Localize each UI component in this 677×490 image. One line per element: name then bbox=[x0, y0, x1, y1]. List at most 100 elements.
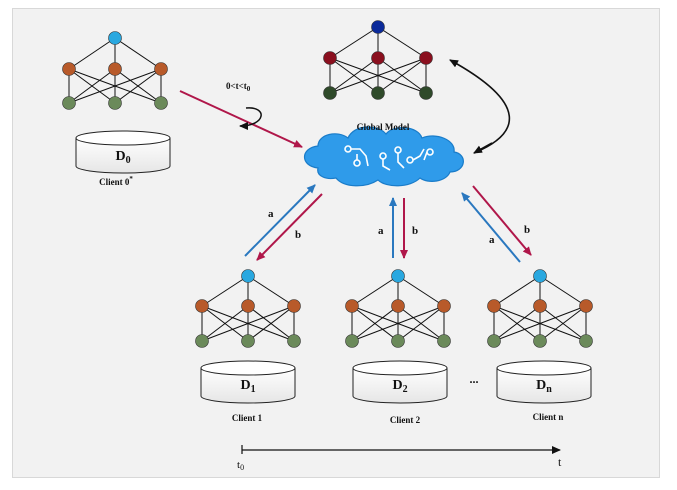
client1-label: Client 1 bbox=[232, 413, 263, 423]
global-sync-arrow bbox=[449, 59, 511, 154]
network-edge bbox=[201, 305, 295, 342]
svg-text:D1: D1 bbox=[240, 378, 255, 395]
client2-dataset: D2 bbox=[352, 360, 448, 404]
input-neuron bbox=[345, 334, 359, 348]
clientn-dataset: Dn bbox=[496, 360, 592, 404]
hidden-neuron bbox=[391, 299, 405, 313]
clientn-up-label: a bbox=[489, 234, 495, 246]
output-neuron bbox=[533, 269, 547, 283]
network-edge bbox=[329, 26, 379, 59]
hidden-neuron bbox=[154, 62, 168, 76]
input-neuron bbox=[108, 96, 122, 110]
clientn-upload-arrow bbox=[461, 192, 521, 263]
client2-dataset-label: D bbox=[392, 378, 402, 393]
clientn-dataset-subscript: n bbox=[546, 384, 552, 395]
input-neuron bbox=[533, 334, 547, 348]
network-edge bbox=[68, 68, 116, 104]
input-neuron bbox=[437, 334, 451, 348]
clientn-network bbox=[487, 269, 593, 348]
output-neuron bbox=[371, 20, 385, 34]
svg-text:Client 0*: Client 0* bbox=[99, 175, 133, 187]
network-edge bbox=[351, 305, 399, 342]
client1-down-label: b bbox=[295, 229, 301, 241]
svg-text:Dn: Dn bbox=[536, 378, 552, 395]
network-edge bbox=[539, 275, 587, 307]
output-neuron bbox=[241, 269, 255, 283]
input-neuron bbox=[391, 334, 405, 348]
client0-time-range-subscript: 0 bbox=[247, 85, 251, 93]
network-edge bbox=[247, 305, 295, 342]
network-edge bbox=[351, 305, 445, 342]
hidden-neuron bbox=[579, 299, 593, 313]
client0-time-range-label: 0<t<t bbox=[226, 81, 247, 91]
client0-network bbox=[62, 31, 168, 110]
input-neuron bbox=[579, 334, 593, 348]
global-model-label: Global Model bbox=[357, 122, 410, 132]
client0-dataset: D0 bbox=[75, 130, 171, 174]
input-neuron bbox=[62, 96, 76, 110]
network-edge bbox=[539, 305, 587, 342]
hidden-neuron bbox=[287, 299, 301, 313]
svg-text:0<t<t0: 0<t<t0 bbox=[226, 81, 251, 93]
input-neuron bbox=[195, 334, 209, 348]
network-edge bbox=[397, 305, 445, 342]
client0-upload-arrow bbox=[179, 90, 303, 148]
hidden-neuron bbox=[419, 51, 433, 65]
network-edge bbox=[114, 68, 162, 104]
network-edge bbox=[377, 26, 427, 59]
client1-network bbox=[195, 269, 301, 348]
network-edge bbox=[201, 305, 249, 342]
hidden-neuron bbox=[533, 299, 547, 313]
client1-dataset-label: D bbox=[240, 378, 250, 393]
network-edge bbox=[68, 37, 116, 70]
timeline-start-label: t bbox=[237, 459, 240, 471]
client2-down-label: b bbox=[412, 225, 418, 237]
client0-label-mark: * bbox=[129, 175, 133, 183]
client2-network bbox=[345, 269, 451, 348]
network-edge bbox=[493, 305, 587, 342]
client1-up-label: a bbox=[268, 208, 274, 220]
client0-dataset-label: D bbox=[115, 149, 125, 164]
client1-dataset-subscript: 1 bbox=[251, 384, 256, 395]
client1-upload-arrow bbox=[244, 184, 316, 257]
clients-ellipsis: ... bbox=[470, 372, 479, 386]
timeline-end-label: t bbox=[558, 455, 562, 469]
network-edge bbox=[247, 275, 295, 307]
clientn-label: Client n bbox=[533, 412, 564, 422]
input-neuron bbox=[241, 334, 255, 348]
client2-up-label: a bbox=[378, 225, 384, 237]
network-edge bbox=[377, 57, 427, 94]
client2-dataset-subscript: 2 bbox=[403, 384, 408, 395]
input-neuron bbox=[419, 86, 433, 100]
hidden-neuron bbox=[108, 62, 122, 76]
clientn-dataset-label: D bbox=[536, 378, 546, 393]
client0-label: Client 0 bbox=[99, 177, 130, 187]
network-edge bbox=[114, 37, 162, 70]
global-model-network bbox=[323, 20, 433, 100]
client2-label: Client 2 bbox=[390, 415, 421, 425]
network-edge bbox=[397, 275, 445, 307]
hidden-neuron bbox=[487, 299, 501, 313]
output-neuron bbox=[391, 269, 405, 283]
hidden-neuron bbox=[323, 51, 337, 65]
clientn-down-label: b bbox=[524, 224, 530, 236]
hidden-neuron bbox=[371, 51, 385, 65]
hidden-neuron bbox=[62, 62, 76, 76]
input-neuron bbox=[371, 86, 385, 100]
hidden-neuron bbox=[345, 299, 359, 313]
svg-text:D2: D2 bbox=[392, 378, 407, 395]
input-neuron bbox=[323, 86, 337, 100]
timeline-start-subscript: 0 bbox=[240, 463, 244, 472]
network-edge bbox=[68, 68, 162, 104]
svg-text:t0: t0 bbox=[237, 459, 244, 472]
network-edge bbox=[201, 275, 249, 307]
network-edge bbox=[351, 275, 399, 307]
network-edge bbox=[493, 275, 541, 307]
clientn-download-arrow bbox=[472, 185, 532, 256]
client0-loop-arrow bbox=[239, 107, 262, 130]
network-edge bbox=[329, 57, 379, 94]
hidden-neuron bbox=[437, 299, 451, 313]
hidden-neuron bbox=[241, 299, 255, 313]
global-model-cloud-icon bbox=[303, 126, 464, 187]
